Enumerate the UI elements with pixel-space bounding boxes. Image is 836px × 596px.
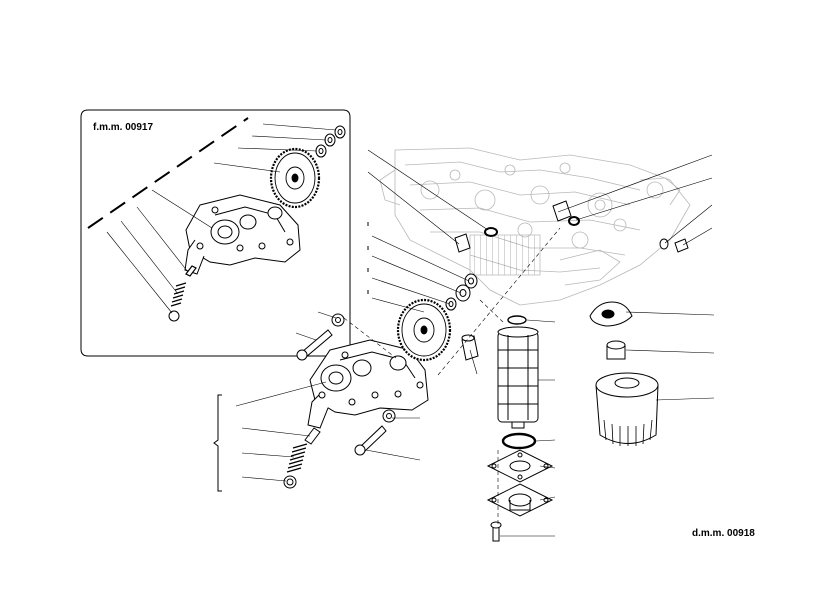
- inset-leader-lines: [106, 123, 337, 314]
- inset-plug: [168, 310, 180, 322]
- pump-bolt-lower: [354, 409, 396, 456]
- oil-filter: [595, 372, 659, 446]
- gasket: [486, 449, 554, 483]
- o-ring: [501, 432, 537, 450]
- pump-bolt-upper: [296, 313, 345, 361]
- oil-pump-gear: [396, 298, 452, 362]
- assembly-guide-lines: [343, 227, 561, 525]
- inset-washers: [315, 125, 346, 158]
- drain-washer-and-plug: [659, 238, 689, 253]
- inset-oil-pump-body: [184, 194, 301, 275]
- strainer-cover: [486, 483, 554, 517]
- cover-screw: [490, 521, 502, 542]
- group-bracket: [213, 394, 222, 492]
- inset-dashed-separator: [87, 117, 249, 229]
- relief-plug: [283, 475, 297, 489]
- inset-gear: [269, 147, 321, 209]
- circlip: [507, 315, 527, 325]
- oil-pump-body: [307, 339, 429, 429]
- pump-washers: [445, 273, 478, 311]
- diagram-reference-label: d.m.m. 00918: [692, 528, 755, 539]
- engine-block-background: [379, 147, 691, 306]
- filter-nipple: [606, 340, 626, 360]
- relief-valve: [304, 427, 321, 445]
- inset-reference-label: f.m.m. 00917: [93, 122, 154, 133]
- main-leader-lines: [235, 149, 715, 537]
- inset-spring: [170, 265, 197, 307]
- pump-sleeve: [461, 334, 479, 361]
- oil-strainer: [497, 326, 539, 429]
- filter-adapter-flange: [589, 301, 633, 327]
- relief-spring: [286, 443, 308, 473]
- engine-bushings: [454, 200, 580, 253]
